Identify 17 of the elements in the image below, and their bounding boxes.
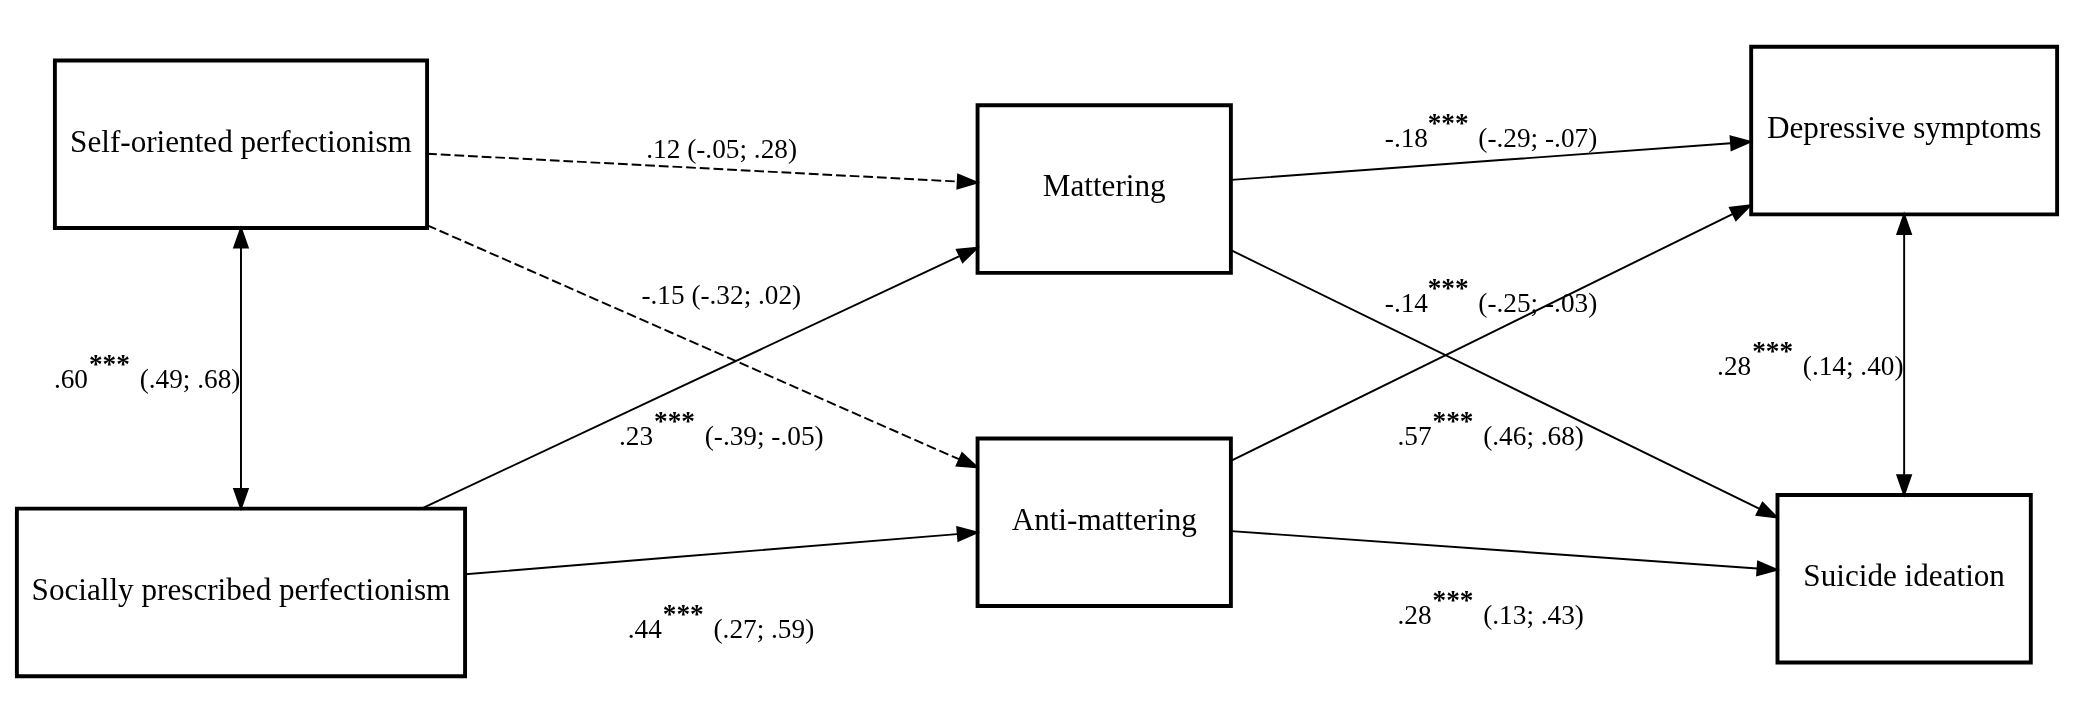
node-box: Socially prescribed perfectionism — [14, 506, 467, 679]
edge-label: -.15 (-.32; .02) — [641, 280, 802, 311]
arrow — [1230, 135, 1754, 181]
arrow — [426, 224, 980, 469]
node-box: Depressive symptoms — [1749, 44, 2060, 217]
arrow — [1230, 530, 1780, 577]
node-box: Self-oriented perfectionism — [52, 58, 430, 230]
arrow — [1230, 249, 1780, 519]
node-box: Suicide ideation — [1775, 493, 2033, 665]
arrow — [464, 525, 981, 576]
arrow — [426, 152, 981, 190]
node-box: Anti-mattering — [975, 436, 1233, 608]
arrow — [1895, 211, 1913, 498]
arrow — [232, 225, 250, 512]
arrow — [420, 246, 981, 510]
node-box: Mattering — [975, 103, 1233, 275]
edge-label: .12 (-.05; .28) — [646, 134, 797, 165]
